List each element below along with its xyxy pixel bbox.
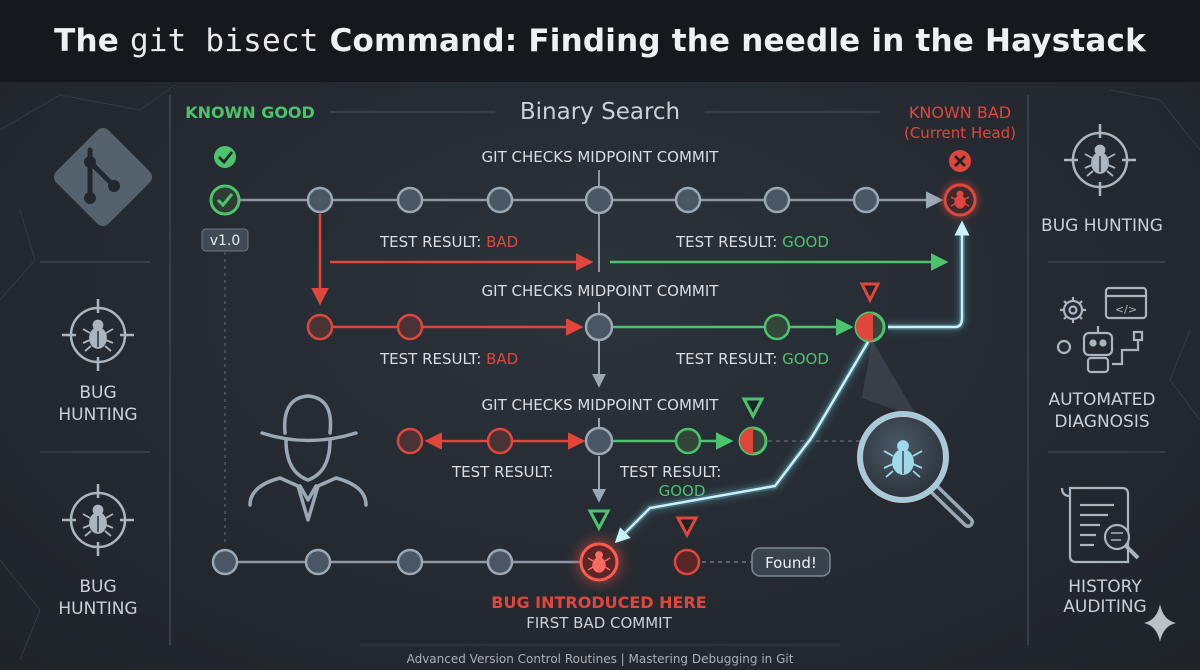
title-part1: The bbox=[54, 23, 130, 59]
commit-node bbox=[486, 186, 514, 214]
commit-node bbox=[486, 548, 514, 576]
footer-caption: Advanced Version Control Routines | Mast… bbox=[407, 652, 794, 666]
midpoint-commit-1 bbox=[584, 185, 614, 215]
test-result-label-1: TEST RESULT: BAD bbox=[379, 233, 518, 251]
version-tag bbox=[201, 228, 249, 252]
found-badge bbox=[751, 547, 831, 577]
commit-node bbox=[396, 548, 424, 576]
good-commit-node bbox=[763, 313, 791, 341]
current-head-label: (Current Head) bbox=[904, 124, 1016, 142]
first-bad-commit-label: FIRST BAD COMMIT bbox=[526, 614, 672, 632]
bug-target-icon bbox=[1064, 124, 1136, 196]
split-commit-2-bad-half bbox=[740, 428, 753, 454]
good-commit-check bbox=[216, 193, 234, 208]
row-3: GIT CHECKS MIDPOINT COMMIT TEST RESULT: … bbox=[396, 396, 860, 503]
version-tag-label: v1.0 bbox=[210, 233, 241, 249]
bad-commit-node bbox=[306, 313, 334, 341]
background-network bbox=[0, 84, 1200, 661]
bad-commit-node bbox=[396, 313, 424, 341]
commit-node bbox=[306, 186, 334, 214]
midpoint-label-2: GIT CHECKS MIDPOINT COMMIT bbox=[482, 282, 720, 300]
split-commit-bad-half bbox=[856, 313, 873, 341]
scroll-search-icon bbox=[1060, 486, 1140, 564]
close-mark bbox=[954, 155, 966, 167]
commit-node bbox=[396, 186, 424, 214]
known-bad-label: KNOWN BAD bbox=[909, 103, 1011, 122]
row-4: Found! BUG INTRODUCED HERE FIRST BAD COM… bbox=[211, 509, 831, 632]
sidebar-right-label-1: BUG HUNTING bbox=[1041, 216, 1163, 236]
search-path bbox=[614, 220, 970, 544]
midpoint-label-1: GIT CHECKS MIDPOINT COMMIT bbox=[482, 148, 720, 166]
test-result-label-4: TEST RESULT: GOOD bbox=[675, 350, 829, 368]
test-result-label-3: TEST RESULT: BAD bbox=[379, 350, 518, 368]
commit-node bbox=[852, 186, 880, 214]
sidebar-left-label-2a: BUG bbox=[79, 383, 116, 403]
sidebar-left-label-2b: HUNTING bbox=[58, 405, 137, 425]
binary-search-label: Binary Search bbox=[520, 99, 680, 125]
commit-node bbox=[211, 548, 239, 576]
magnifier-bug-icon bbox=[857, 340, 974, 528]
good-commit-node bbox=[674, 427, 702, 455]
sidebar-right-label-2b: DIAGNOSIS bbox=[1054, 412, 1149, 432]
title-code: git bisect bbox=[129, 23, 319, 59]
found-label: Found! bbox=[765, 554, 817, 572]
bad-commit-node bbox=[486, 427, 514, 455]
midpoint-commit-3 bbox=[584, 426, 614, 456]
test-result-label-2: TEST RESULT: GOOD bbox=[675, 233, 829, 251]
midpoint-commit-2 bbox=[584, 312, 614, 342]
row-1: GIT CHECKS MIDPOINT COMMIT v1.0 bbox=[201, 146, 977, 545]
bug-icon bbox=[950, 190, 970, 209]
known-good-label: KNOWN GOOD bbox=[185, 103, 315, 122]
bug-target-icon bbox=[62, 299, 134, 371]
commit-node bbox=[304, 548, 332, 576]
sidebar-left-label-3a: BUG bbox=[79, 577, 116, 597]
bug-introduced-label: BUG INTRODUCED HERE bbox=[491, 593, 706, 612]
check-mark bbox=[218, 151, 234, 165]
title-bar: The git bisect Command: Finding the need… bbox=[0, 0, 1200, 82]
test-result-label-6: TEST RESULT: bbox=[619, 463, 721, 481]
svg-text:</>: </> bbox=[1115, 303, 1137, 316]
detective-icon bbox=[248, 394, 368, 522]
bad-commit-node bbox=[396, 427, 424, 455]
green-marker-icon bbox=[587, 509, 611, 532]
title-part2: Command: Finding the needle in the Hayst… bbox=[318, 23, 1146, 59]
commit-node bbox=[763, 186, 791, 214]
sidebar-right-label-2a: AUTOMATED bbox=[1048, 390, 1155, 410]
bug-target-icon bbox=[62, 484, 134, 556]
midpoint-label-3: GIT CHECKS MIDPOINT COMMIT bbox=[482, 396, 720, 414]
bad-commit-node bbox=[673, 548, 701, 576]
red-marker-icon bbox=[859, 282, 881, 304]
panel-dividers bbox=[40, 95, 1165, 645]
red-marker-icon bbox=[675, 516, 699, 539]
test-result-label-5: TEST RESULT: bbox=[451, 463, 553, 481]
sparkle-icon bbox=[1144, 604, 1176, 642]
row-2: GIT CHECKS MIDPOINT COMMIT TEST RESULT: … bbox=[306, 282, 886, 388]
sidebar-right-label-3b: AUDITING bbox=[1063, 597, 1146, 617]
known-good-commit bbox=[209, 184, 241, 216]
green-marker-icon bbox=[741, 397, 765, 420]
page-title: The git bisect Command: Finding the need… bbox=[54, 23, 1146, 59]
sidebar-left-label-3b: HUNTING bbox=[58, 599, 137, 619]
gear-robot-icon: </> bbox=[1056, 286, 1148, 374]
test-result-good: GOOD bbox=[659, 482, 706, 500]
git-logo-icon bbox=[53, 127, 153, 227]
sidebar-right-label-3a: HISTORY bbox=[1068, 577, 1142, 597]
commit-node bbox=[674, 186, 702, 214]
check-icon bbox=[214, 146, 236, 168]
bug-icon bbox=[587, 551, 611, 573]
